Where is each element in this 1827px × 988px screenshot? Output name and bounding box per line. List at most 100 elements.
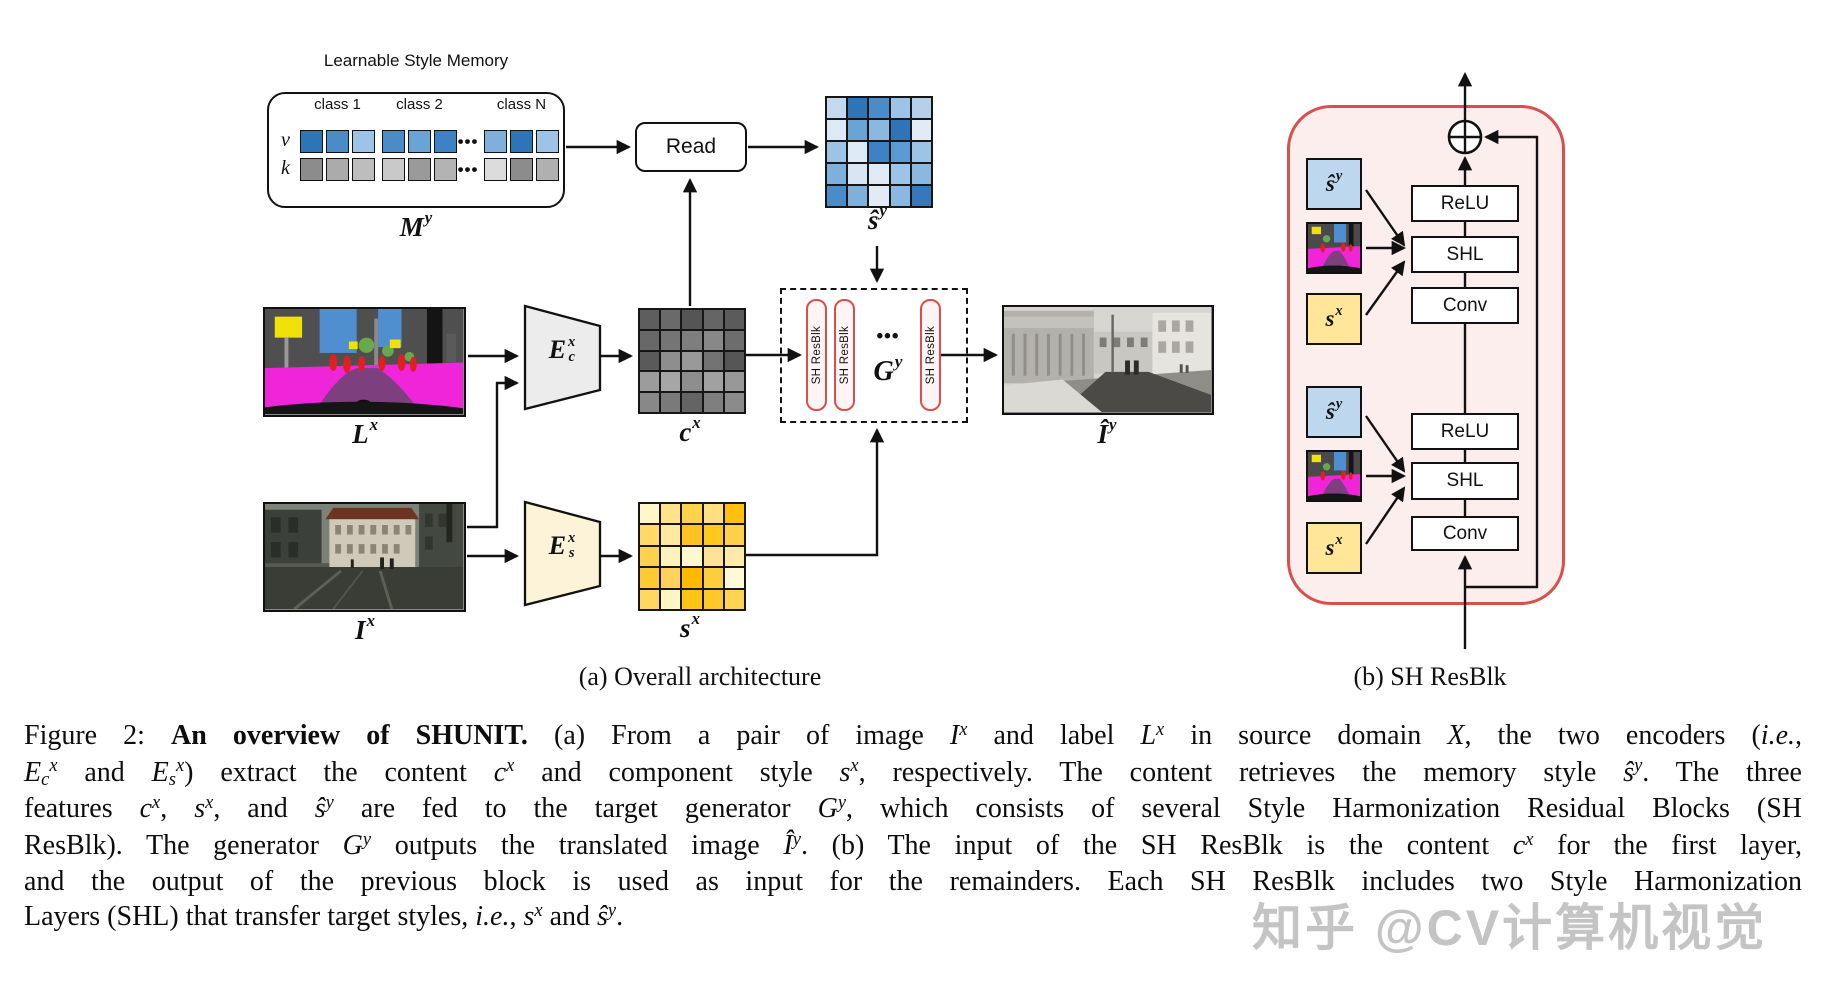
segmentation-scene (265, 309, 463, 414)
grid-cell (661, 372, 681, 392)
segmentation-thumb-scene (1308, 224, 1360, 272)
memory-cell (536, 158, 559, 181)
memory-cell (382, 158, 405, 181)
grid-cell (724, 525, 744, 545)
memory-cell (434, 130, 457, 153)
grid-cell (640, 393, 660, 412)
grid-cell (640, 525, 660, 545)
grid-cell (640, 310, 660, 329)
memory-cell (300, 158, 323, 181)
memory-key-cells (484, 158, 559, 181)
grid-cell (640, 504, 660, 524)
grid-cell (682, 310, 702, 329)
caption-line: features cx, sx, and ŝy are fed to the t… (24, 791, 1802, 825)
grid-cell (682, 568, 702, 588)
grid-cell (661, 310, 681, 329)
street-photo-scene (265, 504, 463, 609)
grid-cell (869, 120, 889, 140)
sh-resblk-pill: SH ResBlk (834, 299, 855, 411)
caption-line: ResBlk). The generator Gy outputs the tr… (24, 828, 1803, 861)
winter-street-scene (1004, 307, 1211, 412)
grid-cell (848, 98, 868, 118)
grid-cell (911, 98, 931, 118)
grid-cell (661, 568, 681, 588)
grid-cell (661, 525, 681, 545)
grid-cell (724, 589, 744, 609)
grid-cell (827, 142, 847, 162)
grid-cell (890, 98, 910, 118)
grid-cell (703, 568, 723, 588)
grid-cell (703, 310, 723, 329)
grid-cell (640, 351, 660, 371)
grid-cell (827, 98, 847, 118)
shl-box: SHL (1411, 462, 1519, 500)
grid-cell (890, 142, 910, 162)
grid-cell (890, 164, 910, 184)
caption-line: Figure 2: An overview of SHUNIT. (a) Fro… (24, 718, 1803, 751)
grid-cell (827, 186, 847, 206)
memory-row-k-label: k (281, 157, 290, 179)
grid-cell (703, 546, 723, 567)
grid-cell (724, 568, 744, 588)
memory-title: Learnable Style Memory (323, 51, 509, 70)
memory-cell (510, 158, 533, 181)
grid-cell (848, 164, 868, 184)
grid-cell (827, 164, 847, 184)
grid-cell (703, 504, 723, 524)
panel-a-caption: (a) Overall architecture (578, 662, 822, 691)
grid-cell (682, 330, 702, 350)
memory-class-1-label: class 1 (314, 96, 361, 113)
memory-key-cells (300, 158, 375, 181)
grid-cell (661, 393, 681, 412)
sh-resblk-pill: SH ResBlk (806, 299, 827, 411)
memory-cell (434, 158, 457, 181)
grid-cell (682, 525, 702, 545)
grid-cell (724, 546, 744, 567)
grid-cell (661, 351, 681, 371)
segmentation-thumb-scene (1308, 452, 1360, 500)
memory-cell (352, 158, 375, 181)
panel-b-caption: (b) SH ResBlk (1353, 662, 1507, 691)
grid-cell (661, 504, 681, 524)
grid-cell (640, 589, 660, 609)
grid-cell (661, 546, 681, 567)
grid-cell (724, 351, 744, 371)
content-feature-grid (638, 308, 746, 414)
grid-cell (848, 120, 868, 140)
memory-cell (408, 130, 431, 153)
memory-dots-k: ••• (457, 160, 479, 179)
grid-cell (703, 372, 723, 392)
memory-row-v-label: v (281, 129, 290, 151)
grid-cell (661, 330, 681, 350)
component-style-grid (638, 502, 746, 611)
label-map-input-thumbnail (1306, 450, 1362, 502)
memory-cell (352, 130, 375, 153)
grid-cell (682, 504, 702, 524)
sh-resblk-pill: SH ResBlk (920, 299, 941, 411)
memory-cell (300, 130, 323, 153)
grid-cell (869, 186, 889, 206)
grid-cell (827, 120, 847, 140)
caption-line: Ecx and Esx) extract the content cx and … (24, 755, 1802, 789)
grid-cell (869, 164, 889, 184)
caption-line: and the output of the previous block is … (24, 866, 1802, 898)
grid-cell (724, 504, 744, 524)
memory-key-cells (382, 158, 457, 181)
grid-cell (890, 120, 910, 140)
memory-cell (536, 130, 559, 153)
grid-cell (682, 393, 702, 412)
grid-cell (703, 330, 723, 350)
grid-cell (640, 330, 660, 350)
